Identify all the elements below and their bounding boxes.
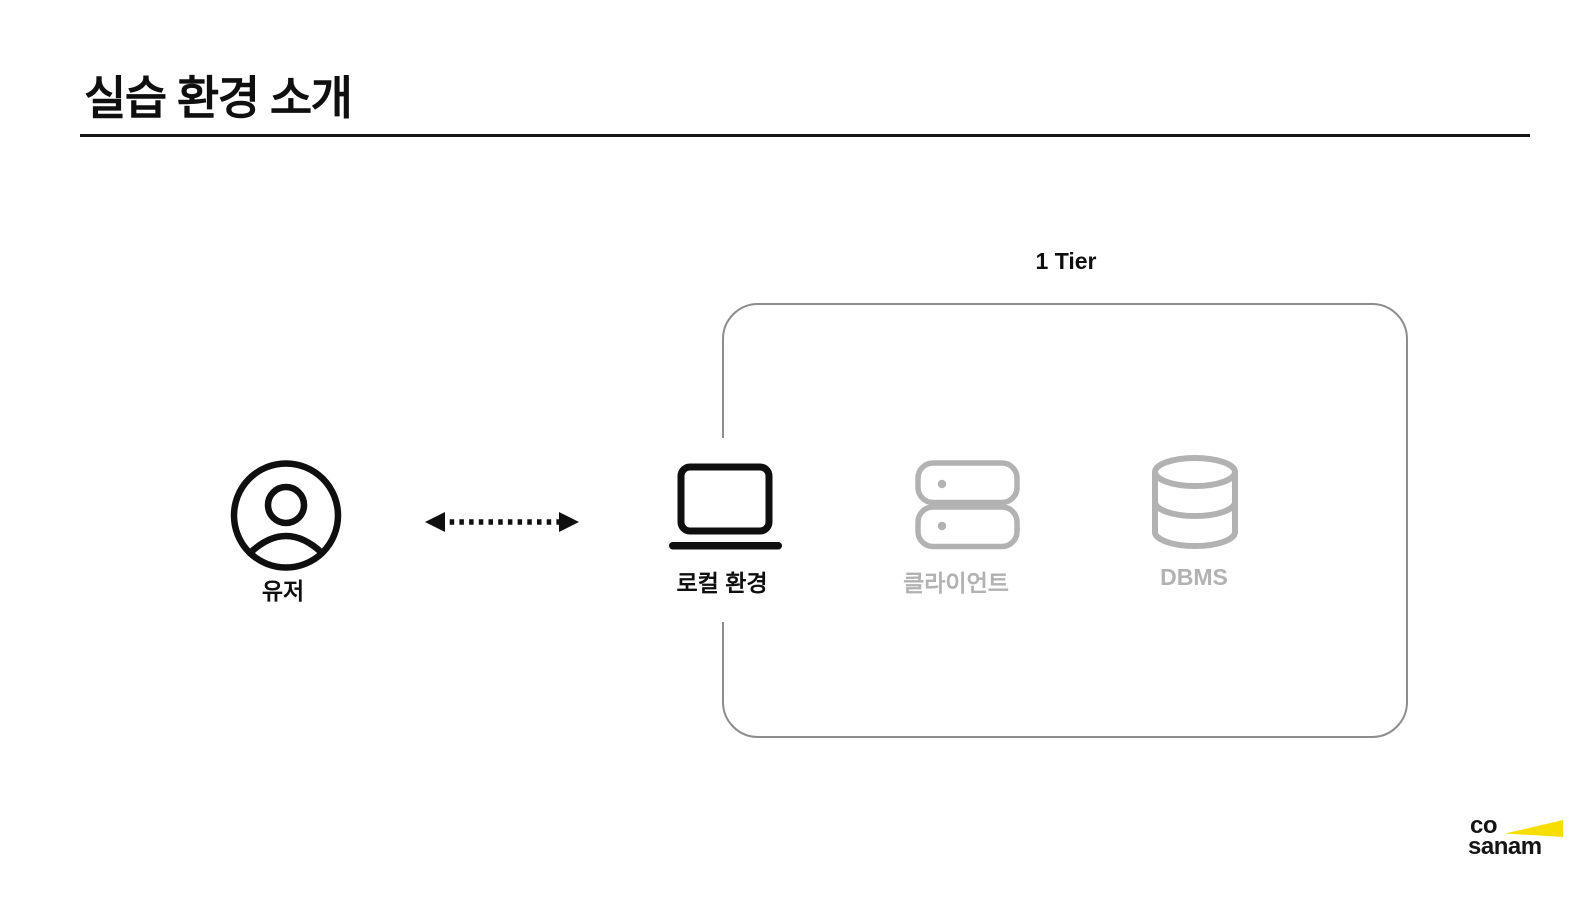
tier-box-label: 1 Tier: [1035, 248, 1097, 274]
node-label-user: 유저: [261, 578, 305, 604]
logo: co sanam: [1468, 814, 1578, 864]
node-label-client: 클라이언트: [903, 570, 1009, 596]
server-icon: [915, 460, 1020, 550]
dotted-double-arrow-icon: [425, 512, 579, 532]
page-title: 실습 환경 소개: [84, 72, 353, 124]
laptop-icon: [669, 463, 782, 550]
node-label-dbms: DBMS: [1160, 564, 1228, 590]
node-label-local-env: 로컬 환경: [676, 570, 768, 596]
tier-box: [722, 303, 1408, 738]
title-underline: [80, 134, 1530, 137]
user-circle-icon: [230, 460, 342, 571]
logo-yellow-wedge-icon: [1505, 820, 1563, 837]
database-icon: [1152, 455, 1238, 549]
logo-wordmark-line1: co: [1470, 812, 1498, 839]
logo-wordmark-line2: sanam: [1468, 833, 1542, 860]
